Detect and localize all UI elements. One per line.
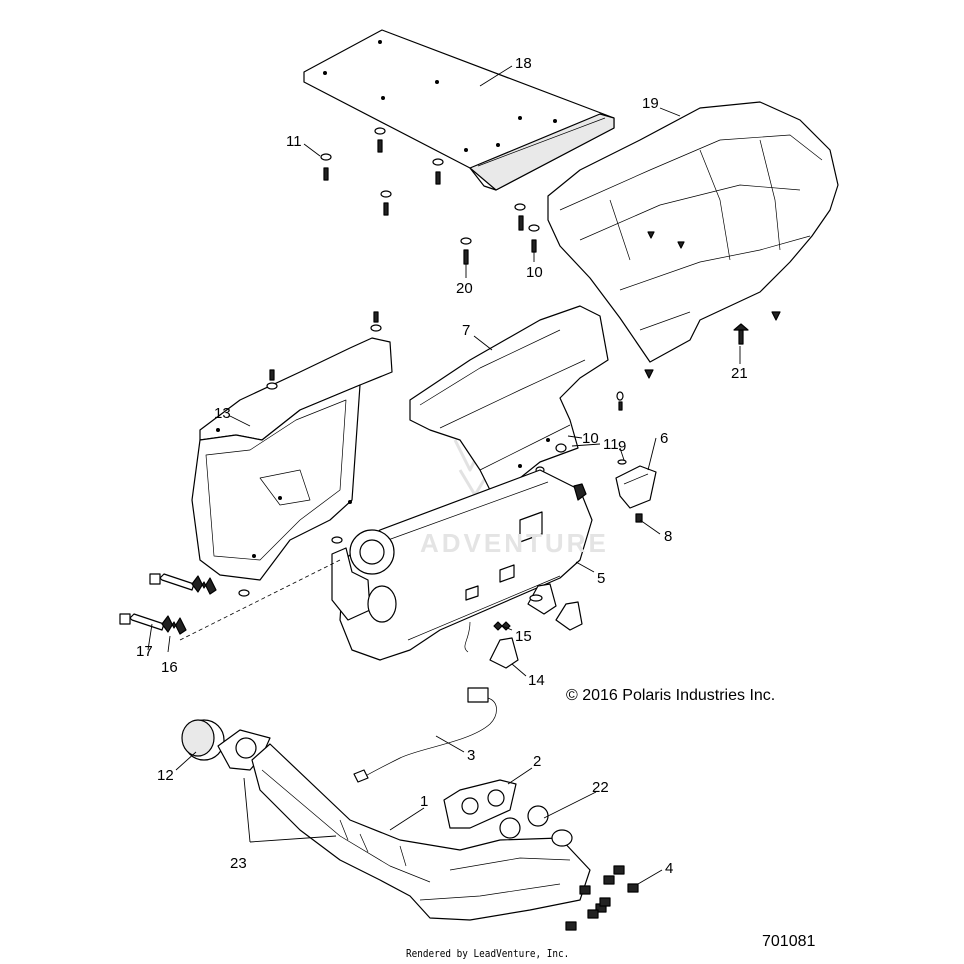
part-4-bolts (565, 865, 639, 931)
part-7-heat-shield (409, 305, 624, 491)
render-credit: Rendered by LeadVenture, Inc. (406, 947, 570, 960)
part-18-plate (303, 29, 615, 191)
callout-10-upper: 10 (526, 264, 543, 281)
callout-11-upper: 11 (286, 133, 302, 150)
part-12-cap (181, 719, 225, 761)
part-3-o2-sensor (353, 621, 497, 783)
part-14-isolators (489, 583, 583, 669)
callout-3: 3 (467, 747, 476, 764)
callout-2: 2 (533, 753, 542, 770)
watermark-text: ADVENTURE (420, 528, 609, 558)
fasteners-upper (320, 127, 749, 345)
callout-17: 17 (136, 643, 153, 660)
callout-7: 7 (462, 322, 471, 339)
callout-9: 9 (618, 438, 627, 455)
part-22-rings (499, 805, 549, 839)
callout-15: 15 (515, 628, 532, 645)
callout-12: 12 (157, 767, 174, 784)
callout-13: 13 (214, 405, 231, 422)
callout-23: 23 (230, 855, 247, 872)
part-13-heat-shield (191, 311, 393, 597)
callout-14: 14 (528, 672, 545, 689)
callout-1: 1 (420, 793, 429, 810)
callout-10-lower: 10 (582, 430, 599, 447)
part-19-heat-shield (547, 101, 839, 379)
callout-21: 21 (731, 365, 748, 382)
callout-20: 20 (456, 280, 473, 297)
part-1-exhaust-pipe (217, 729, 591, 921)
callout-5: 5 (597, 570, 606, 587)
copyright-notice: © 2016 Polaris Industries Inc. (566, 687, 776, 704)
callout-4: 4 (665, 860, 674, 877)
callout-18: 18 (515, 55, 532, 72)
callout-8: 8 (664, 528, 673, 545)
part-2-gasket (443, 779, 517, 829)
leader-lines (147, 65, 741, 885)
callout-6: 6 (660, 430, 669, 447)
part-5-muffler (331, 469, 593, 661)
callout-11-lower: 11 (603, 436, 619, 453)
callout-16: 16 (161, 659, 178, 676)
callout-19: 19 (642, 95, 659, 112)
part-6-shield (615, 459, 657, 523)
part-16-17-bolts-springs (119, 559, 341, 641)
diagram-id: 701081 (762, 933, 816, 950)
callout-22: 22 (592, 779, 609, 796)
